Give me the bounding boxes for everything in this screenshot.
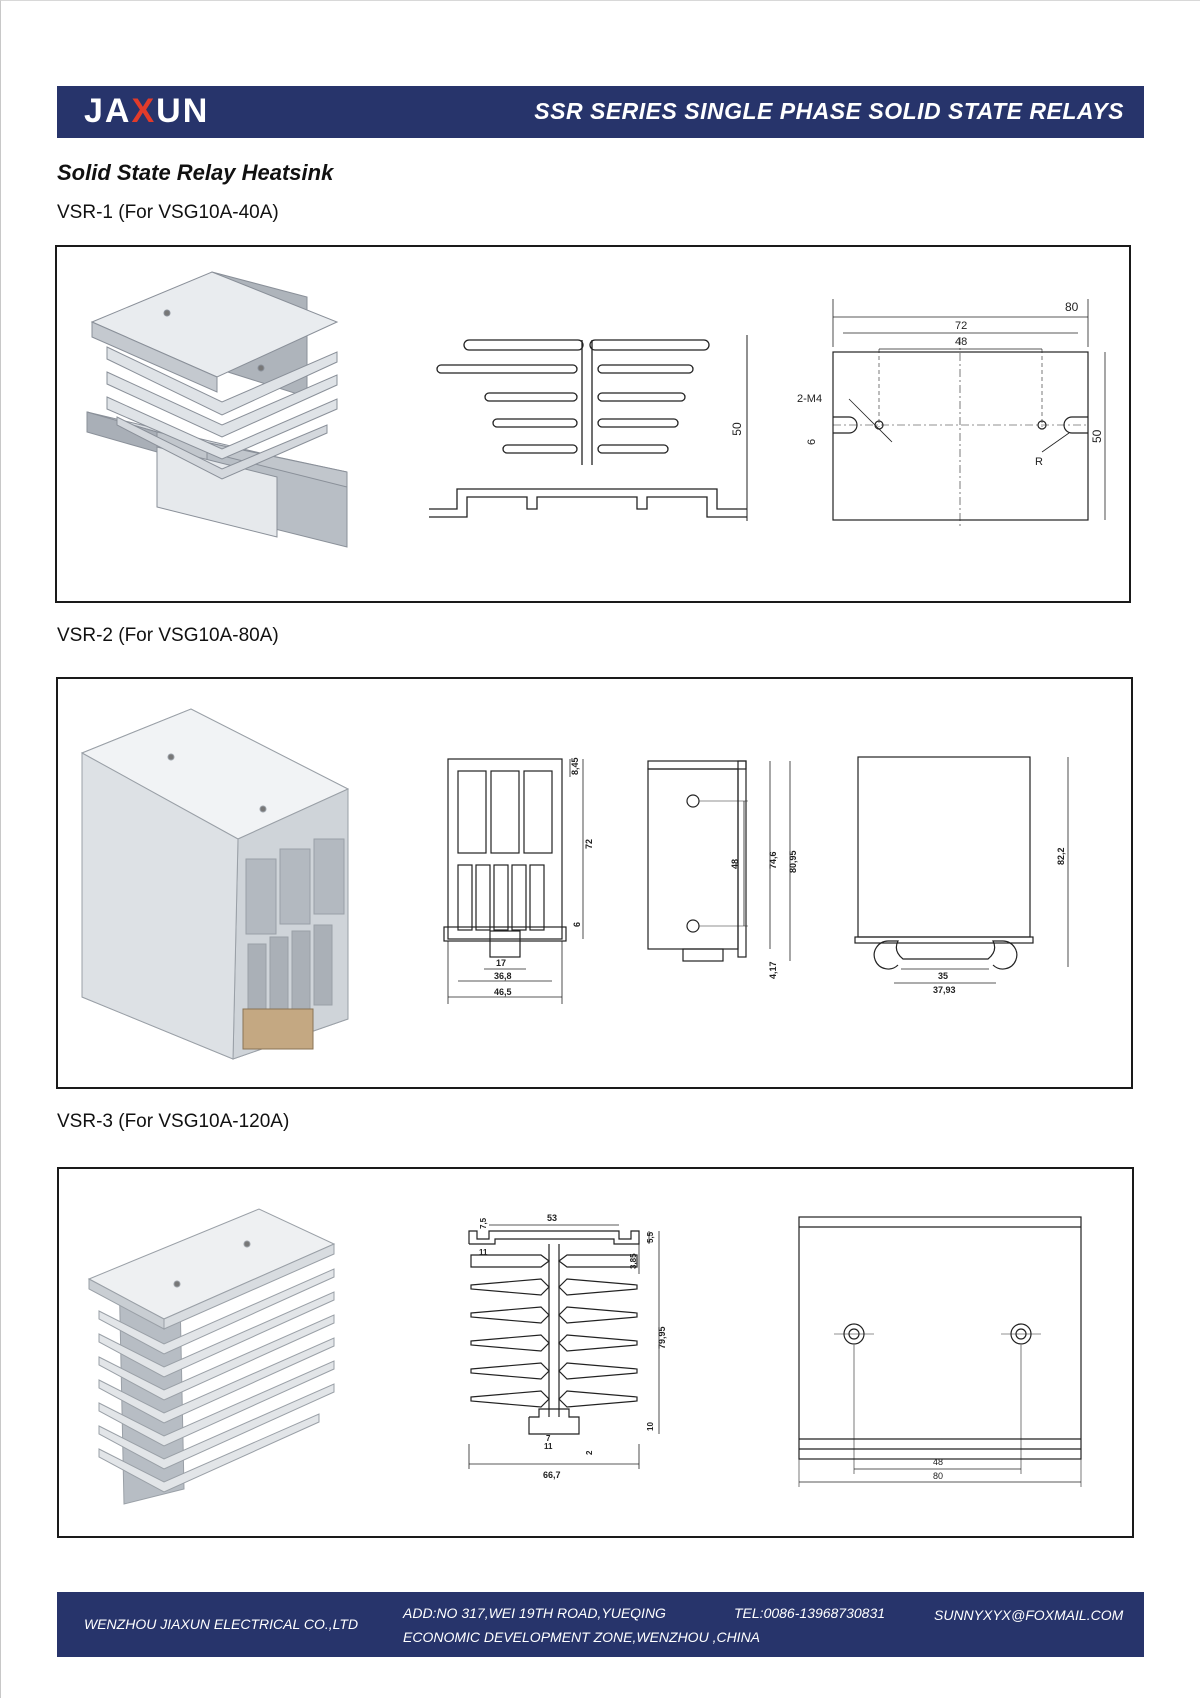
vsr3-dim-2: 2	[585, 1450, 594, 1455]
vsr3-dim-11-bottom: 11	[544, 1442, 553, 1451]
model-label-vsr2: VSR-2 (For VSG10A-80A)	[57, 625, 279, 646]
model-label-vsr1: VSR-1 (For VSG10A-40A)	[57, 202, 279, 223]
vsr3-dim-11-top: 11	[479, 1248, 488, 1257]
vsr2-dim-17: 17	[496, 958, 506, 968]
vsr3-front-profile: 53 7,5 11 5,5 3,85 79,95 10 7 11 2 66,7	[468, 1213, 667, 1480]
vsr2-dim-6: 6	[572, 922, 582, 927]
section-title: Solid State Relay Heatsink	[57, 160, 334, 185]
vsr1-dim-80: 80	[1065, 300, 1079, 314]
logo-text-x: X	[131, 92, 157, 130]
vsr2-dim-35: 35	[938, 971, 948, 981]
vsr1-dim-m4: 2-M4	[797, 393, 822, 405]
vsr3-dim-7: 7	[546, 1434, 551, 1443]
vsr3-dim-79-95: 79,95	[657, 1326, 667, 1349]
vsr2-dim-80-95: 80,95	[788, 850, 798, 873]
vsr1-front-profile: 50	[429, 335, 748, 521]
vsr1-dim-6: 6	[806, 439, 818, 445]
vsr3-drawing: 53 7,5 11 5,5 3,85 79,95 10 7 11 2 66,7	[87, 1208, 1082, 1505]
footer-bar: WENZHOU JIAXUN ELECTRICAL CO.,LTD ADD:NO…	[57, 1592, 1144, 1657]
vsr2-dim-8-45: 8,45	[570, 757, 580, 775]
footer-company: WENZHOU JIAXUN ELECTRICAL CO.,LTD	[84, 1616, 359, 1632]
vsr3-dim-5-5: 5,5	[646, 1231, 655, 1243]
vsr3-product-photo	[87, 1208, 336, 1505]
footer-address-line1: ADD:NO 317,WEI 19TH ROAD,YUEQING	[403, 1605, 666, 1621]
vsr1-drawing: 50 80 72 48 2-M4 6 50 R	[86, 271, 1106, 548]
vsr3-panel: 53 7,5 11 5,5 3,85 79,95 10 7 11 2 66,7	[57, 1167, 1134, 1538]
model-label-vsr3: VSR-3 (For VSG10A-120A)	[57, 1111, 290, 1132]
vsr1-top-view: 80 72 48 2-M4 6 50 R	[797, 299, 1106, 527]
vsr2-dim-36-8: 36,8	[494, 971, 512, 981]
vsr3-top-view: 48 80	[798, 1216, 1082, 1487]
vsr3-dim-48: 48	[933, 1457, 943, 1467]
vsr2-dim-4-17: 4,17	[768, 961, 778, 979]
header-bar: JAXUN SSR SERIES SINGLE PHASE SOLID STAT…	[57, 86, 1144, 138]
vsr3-dim-10: 10	[646, 1422, 655, 1431]
vsr3-dim-7-5: 7,5	[479, 1217, 488, 1229]
vsr1-dim-50-height: 50	[730, 422, 744, 436]
logo-text-left: JA	[84, 92, 132, 130]
vsr2-back-view: 35 37,93 82,2	[854, 756, 1069, 995]
vsr3-dim-66-7: 66,7	[543, 1470, 561, 1480]
vsr1-dim-50-width: 50	[1090, 429, 1104, 443]
vsr2-dim-46-5: 46,5	[494, 987, 512, 997]
vsr2-dim-48: 48	[730, 859, 740, 869]
vsr2-dim-74-6: 74,6	[768, 851, 778, 869]
footer-tel: TEL:0086-13968730831	[734, 1605, 886, 1621]
vsr3-dim-80: 80	[933, 1471, 943, 1481]
logo-text-right: UN	[156, 92, 210, 130]
vsr1-panel: 50 80 72 48 2-M4 6 50 R	[55, 245, 1131, 603]
vsr1-product-photo	[86, 271, 348, 548]
vsr1-dim-72: 72	[955, 320, 967, 332]
footer-address-line2: ECONOMIC DEVELOPMENT ZONE,WENZHOU ,CHINA	[403, 1629, 761, 1645]
vsr2-dim-82-2: 82,2	[1056, 847, 1066, 865]
vsr2-side-view: 48 74,6 80,95 4,17	[647, 760, 798, 979]
vsr3-dim-3-85: 3,85	[629, 1253, 638, 1269]
vsr1-dim-48: 48	[955, 336, 967, 348]
vsr2-dim-72: 72	[584, 839, 594, 849]
company-logo: JAXUN	[84, 92, 209, 131]
vsr2-panel: 17 36,8 46,5 8,45 72 6 48 74,6 80,95 4,1…	[56, 677, 1133, 1089]
vsr2-product-photo	[80, 708, 350, 1060]
vsr3-dim-53: 53	[547, 1213, 557, 1223]
vsr2-dim-37-93: 37,93	[933, 985, 956, 995]
vsr1-dim-r: R	[1035, 456, 1043, 468]
vsr2-front-profile: 17 36,8 46,5 8,45 72 6	[443, 757, 594, 1004]
header-title: SSR SERIES SINGLE PHASE SOLID STATE RELA…	[534, 98, 1124, 124]
footer-email: SUNNYXYX@FOXMAIL.COM	[934, 1607, 1124, 1623]
vsr2-drawing: 17 36,8 46,5 8,45 72 6 48 74,6 80,95 4,1…	[80, 708, 1069, 1060]
